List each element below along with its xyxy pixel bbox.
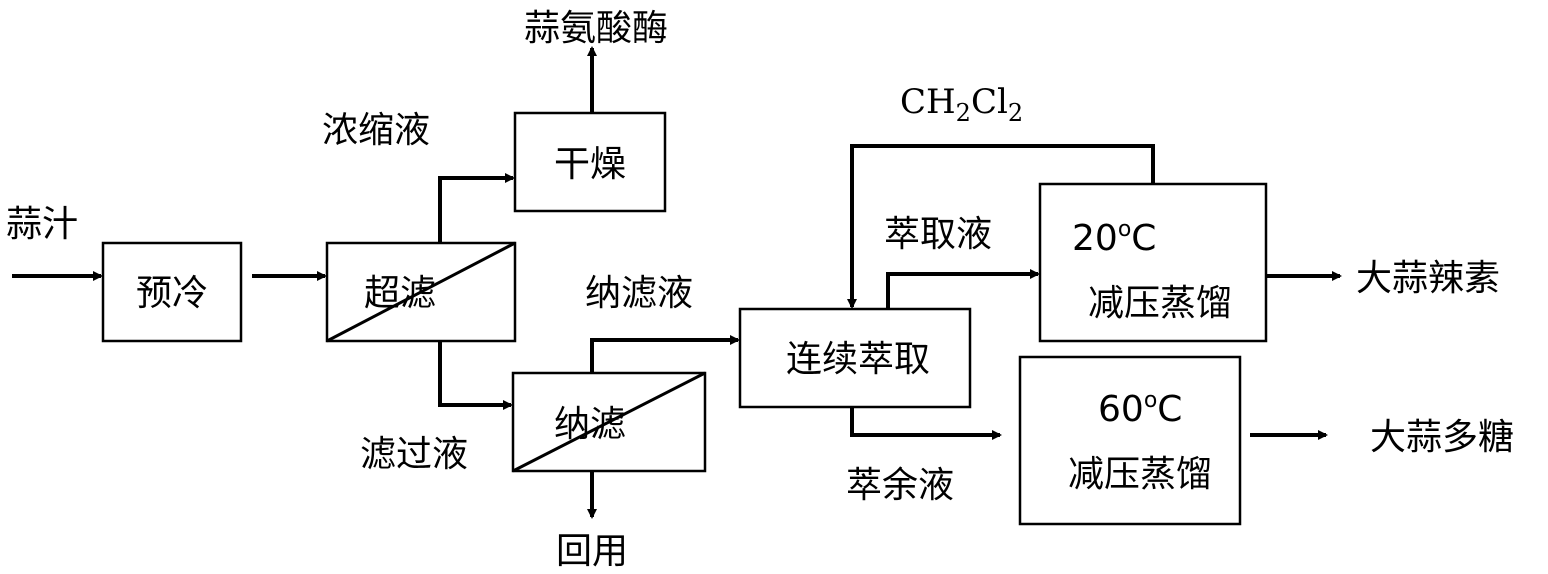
arrow-extraction-to-distill-20 [886, 269, 1040, 309]
label-continuous-extraction: 连续萃取 [786, 339, 930, 380]
label-precool: 预冷 [136, 273, 208, 314]
label-raffinate: 萃余液 [846, 465, 954, 506]
label-nanofiltration: 纳滤 [554, 404, 626, 445]
label-distill-20-name: 减压蒸馏 [1088, 283, 1232, 324]
label-reuse: 回用 [556, 531, 628, 572]
label-solvent: CH2Cl2 [900, 82, 1023, 127]
label-drying: 干燥 [554, 144, 626, 185]
nanofiltration-membrane-line [512, 371, 706, 473]
label-distill-60-name: 减压蒸馏 [1068, 454, 1212, 495]
ultrafiltration-membrane-line [326, 241, 516, 343]
label-nanofiltrate: 纳滤液 [585, 273, 693, 314]
arrow-ultrafiltration-to-nanofiltration [438, 341, 513, 410]
arrow-ultrafiltration-to-drying [438, 173, 515, 243]
precool-box [101, 241, 243, 343]
label-filtrate: 滤过液 [360, 434, 468, 475]
label-extract: 萃取液 [884, 214, 992, 255]
label-distill-20-temp: 20oC [1072, 217, 1156, 259]
arrow-solvent-recycle [847, 144, 1155, 309]
label-concentrate: 浓缩液 [322, 110, 430, 151]
label-distill-60-temp: 60oC [1098, 388, 1182, 430]
label-ultrafiltration: 超滤 [364, 273, 436, 314]
distill-20-box [1038, 182, 1268, 343]
label-polysaccharide: 大蒜多糖 [1370, 417, 1514, 458]
arrow-nanofiltration-to-extraction [590, 335, 740, 373]
distill-60-box [1018, 355, 1242, 526]
continuous-extraction-box [738, 307, 972, 409]
label-garlic-juice: 蒜汁 [6, 204, 78, 245]
arrow-extraction-to-distill-60 [850, 407, 1002, 440]
label-alliinase: 蒜氨酸酶 [524, 8, 668, 49]
label-allicin: 大蒜辣素 [1356, 258, 1500, 299]
